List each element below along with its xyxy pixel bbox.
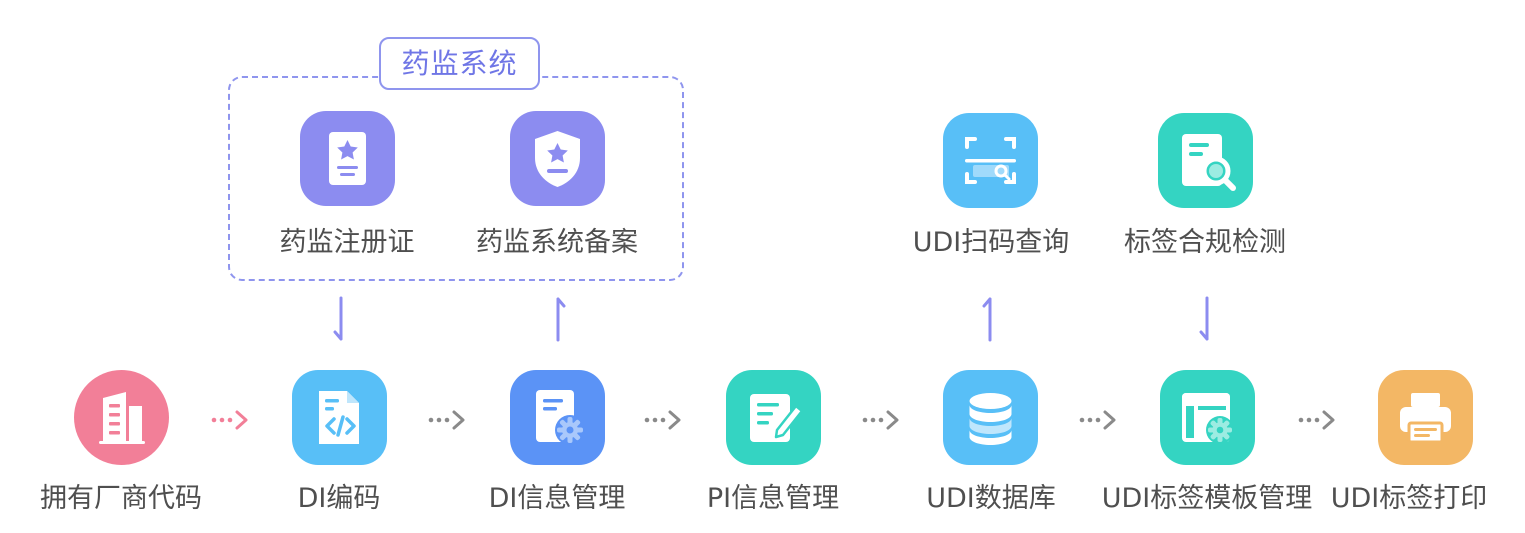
building-icon bbox=[74, 370, 169, 465]
group-title: 药监系统 bbox=[379, 37, 540, 90]
dotted-arrow-icon bbox=[428, 410, 465, 430]
down-arrow-icon bbox=[333, 296, 343, 341]
edit-note-icon bbox=[726, 370, 821, 465]
flow-step-label: UDI标签打印 bbox=[1330, 483, 1488, 514]
up-arrow-icon bbox=[982, 297, 992, 342]
flow-step-label: UDI数据库 bbox=[926, 483, 1056, 514]
down-arrow-icon bbox=[1199, 296, 1209, 341]
flow-step-label: PI信息管理 bbox=[706, 483, 840, 514]
dotted-arrow-icon bbox=[862, 410, 899, 430]
flow-step-label: DI信息管理 bbox=[488, 483, 626, 514]
group-item-label: 药监注册证 bbox=[279, 227, 415, 258]
group-item-label: 药监系统备案 bbox=[476, 227, 638, 258]
shield-star-icon bbox=[510, 111, 605, 206]
flow-step-label: UDI标签模板管理 bbox=[1101, 483, 1313, 514]
dotted-arrow-icon bbox=[1298, 410, 1335, 430]
top-right-label: UDI扫码查询 bbox=[912, 227, 1070, 258]
flow-step-label: 拥有厂商代码 bbox=[40, 483, 202, 514]
dotted-arrow-icon bbox=[211, 410, 248, 430]
up-arrow-icon bbox=[556, 297, 566, 342]
dotted-arrow-icon bbox=[1079, 410, 1116, 430]
document-search-icon bbox=[1158, 113, 1253, 208]
database-icon bbox=[943, 370, 1038, 465]
document-gear-icon bbox=[510, 370, 605, 465]
scan-search-icon bbox=[943, 113, 1038, 208]
flow-step-label: DI编码 bbox=[297, 483, 381, 514]
dotted-arrow-icon bbox=[644, 410, 681, 430]
code-file-icon bbox=[292, 370, 387, 465]
top-right-label: 标签合规检测 bbox=[1124, 227, 1286, 258]
certificate-star-icon bbox=[300, 111, 395, 206]
printer-icon bbox=[1378, 370, 1473, 465]
template-gear-icon bbox=[1160, 370, 1255, 465]
